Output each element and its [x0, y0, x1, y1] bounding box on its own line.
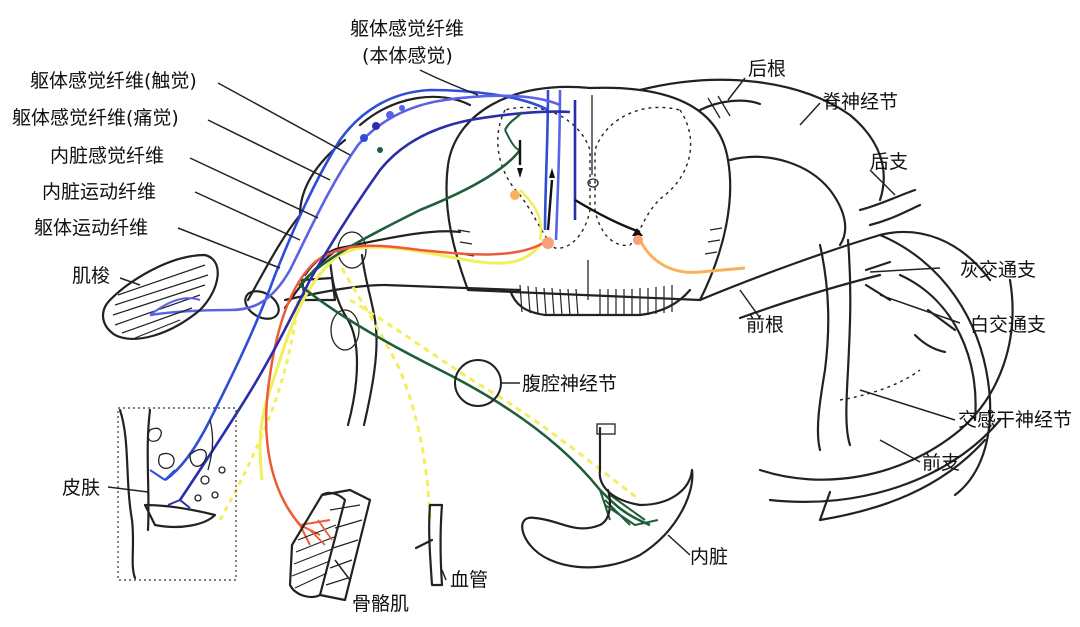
- visceral-motor-fiber: [298, 149, 651, 527]
- label-celiac-ganglion: 腹腔神经节: [522, 373, 617, 395]
- label-gray-ramus: 灰交通支: [960, 259, 1036, 281]
- leader-lines: [107, 69, 961, 581]
- skeletal-muscle-illustration: [288, 488, 372, 602]
- spinal-cord: [445, 85, 732, 317]
- label-sympathetic-ganglion: 交感干神经节: [958, 409, 1072, 431]
- label-touch-fiber: 躯体感觉纤维(触觉): [30, 70, 197, 92]
- right-spinal-nerve: [638, 78, 1014, 522]
- fibers: [149, 88, 746, 546]
- label-blood-vessel: 血管: [450, 569, 488, 591]
- muscle-spindle-illustration: [102, 253, 219, 340]
- label-white-ramus: 白交通支: [970, 314, 1046, 336]
- somatic-motor-fiber: [264, 238, 549, 526]
- skin-illustration: [117, 407, 237, 581]
- stomach-illustration: [521, 423, 694, 569]
- touch-fiber: [164, 88, 550, 482]
- label-skin: 皮肤: [62, 477, 100, 499]
- celiac-ganglion-circle: [454, 359, 502, 407]
- label-pain-fiber: 躯体感觉纤维(痛觉): [12, 107, 179, 129]
- label-proprioception: (本体感觉): [362, 45, 453, 67]
- pain-fiber: [178, 100, 577, 501]
- label-somatic-sensory-top: 躯体感觉纤维: [350, 18, 464, 40]
- label-posterior-ramus: 后支: [870, 151, 908, 173]
- label-muscle-spindle: 肌梭: [72, 265, 110, 287]
- label-visceral-sensory-fiber: 内脏感觉纤维: [50, 145, 164, 167]
- labels: 躯体感觉纤维 (本体感觉) 躯体感觉纤维(触觉) 躯体感觉纤维(痛觉) 内脏感觉…: [12, 18, 1072, 615]
- visceral-sensory-fiber: [258, 244, 542, 481]
- label-visceral-motor-fiber: 内脏运动纤维: [42, 181, 156, 203]
- label-skeletal-muscle: 骨骼肌: [352, 593, 409, 615]
- proprio-fiber: [149, 89, 562, 317]
- label-anterior-ramus: 前支: [922, 452, 960, 474]
- label-viscera: 内脏: [690, 546, 728, 568]
- blood-vessel-illustration: [414, 503, 444, 587]
- label-somatic-motor-fiber: 躯体运动纤维: [34, 217, 148, 239]
- label-dorsal-root: 后根: [748, 58, 786, 80]
- label-ventral-root: 前根: [746, 314, 784, 336]
- label-spinal-ganglion: 脊神经节: [822, 91, 898, 113]
